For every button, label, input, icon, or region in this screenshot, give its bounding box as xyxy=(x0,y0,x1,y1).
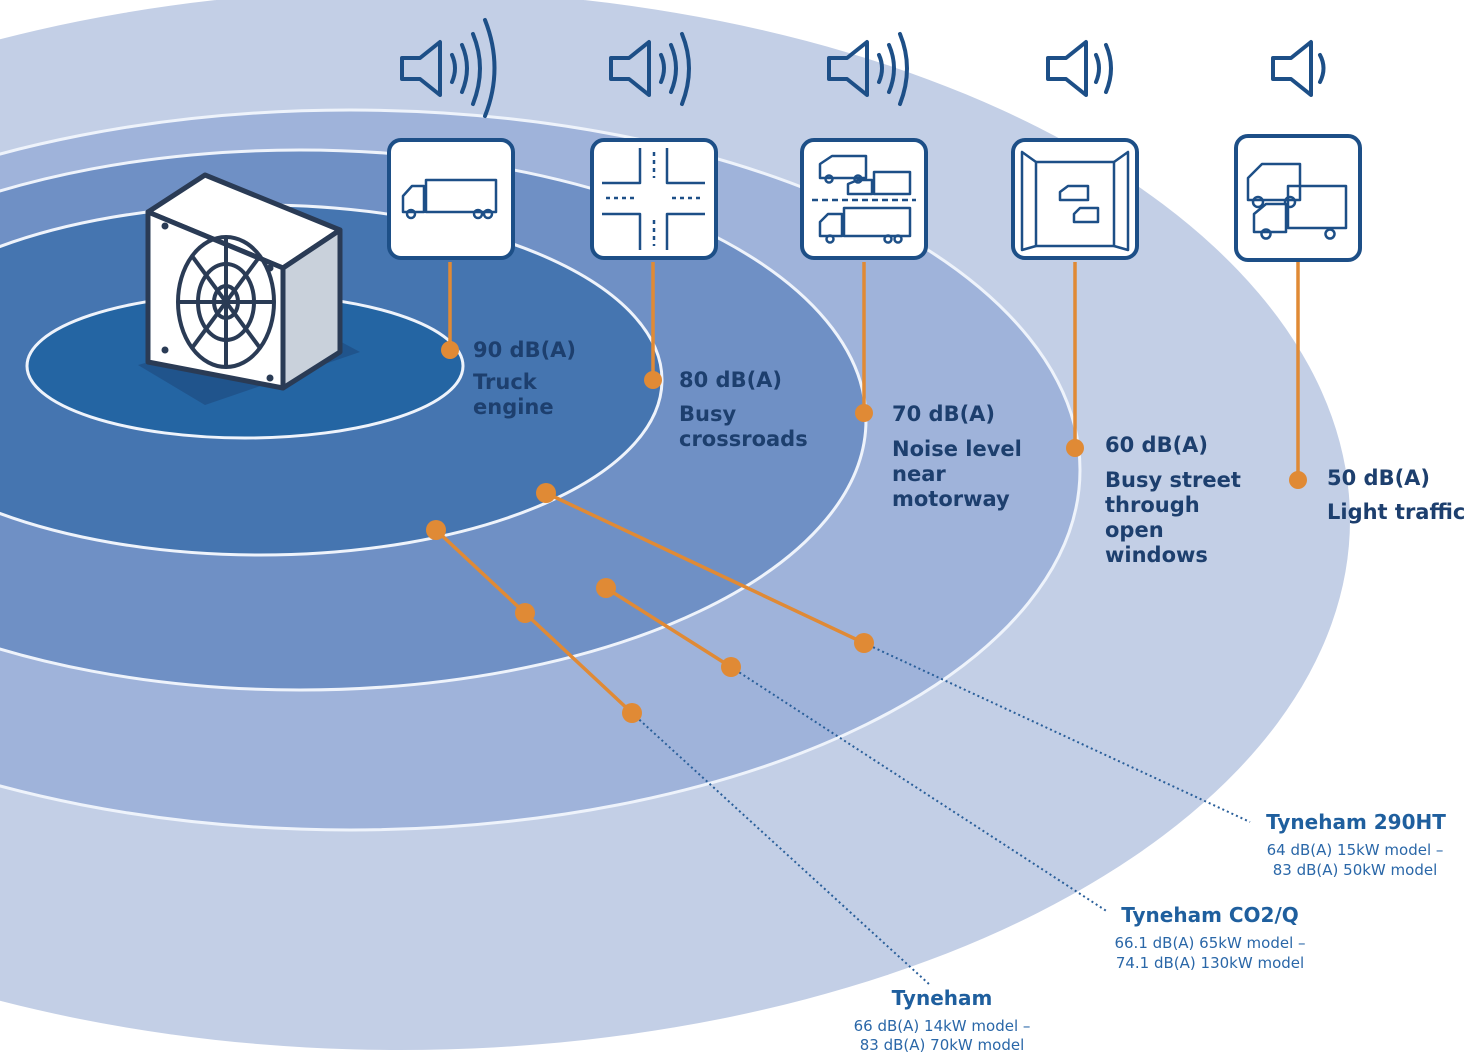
level-description: Light traffic xyxy=(1327,500,1466,524)
level-description: Noise level near motorway xyxy=(892,437,1022,511)
model-spec: 66.1 dB(A) 65kW model – xyxy=(1114,934,1306,952)
model-spec: 74.1 dB(A) 130kW model xyxy=(1115,954,1305,972)
speaker-medium-icon xyxy=(827,32,909,106)
speaker-low-icon xyxy=(1046,40,1113,97)
heat-pump-fan-icon xyxy=(176,235,276,369)
open-window-icon xyxy=(1011,138,1139,260)
crossroads-icon xyxy=(590,138,718,260)
level-description: Busy crossroads xyxy=(679,402,808,451)
level-db-label: 90 dB(A) xyxy=(473,338,577,362)
truck-icon xyxy=(387,138,515,260)
level-db-label: 60 dB(A) xyxy=(1105,433,1209,457)
model-range-markers xyxy=(426,483,874,723)
level-db-label: 50 dB(A) xyxy=(1327,466,1431,490)
scene-icons xyxy=(387,134,1362,262)
level-description: Busy street through open windows xyxy=(1105,468,1241,567)
model-spec: 64 dB(A) 15kW model – xyxy=(1266,841,1444,859)
light-traffic-icon xyxy=(1234,134,1362,262)
level-db-label: 70 dB(A) xyxy=(892,402,996,426)
motorway-traffic-icon xyxy=(800,138,928,260)
model-name: Tyneham 290HT xyxy=(1266,810,1446,834)
model-spec: 83 dB(A) 50kW model xyxy=(1272,861,1438,879)
level-connectors xyxy=(448,262,1300,478)
level-markers xyxy=(441,341,1307,489)
model-spec: 66 dB(A) 14kW model – xyxy=(853,1017,1031,1035)
model-name: Tyneham xyxy=(891,986,993,1010)
speaker-loud-icon xyxy=(609,32,691,106)
model-range-connectors xyxy=(434,491,865,715)
level-description: Truck engine xyxy=(473,370,554,419)
model-range-leaders xyxy=(631,642,1251,986)
speaker-icons xyxy=(400,18,1326,118)
speaker-loud-icon xyxy=(400,18,497,118)
model-spec: 83 dB(A) 70kW model xyxy=(859,1036,1025,1054)
model-name: Tyneham CO2/Q xyxy=(1121,903,1299,927)
speaker-quiet-icon xyxy=(1271,40,1326,97)
heat-pump-unit xyxy=(138,172,360,405)
level-db-label: 80 dB(A) xyxy=(679,368,783,392)
